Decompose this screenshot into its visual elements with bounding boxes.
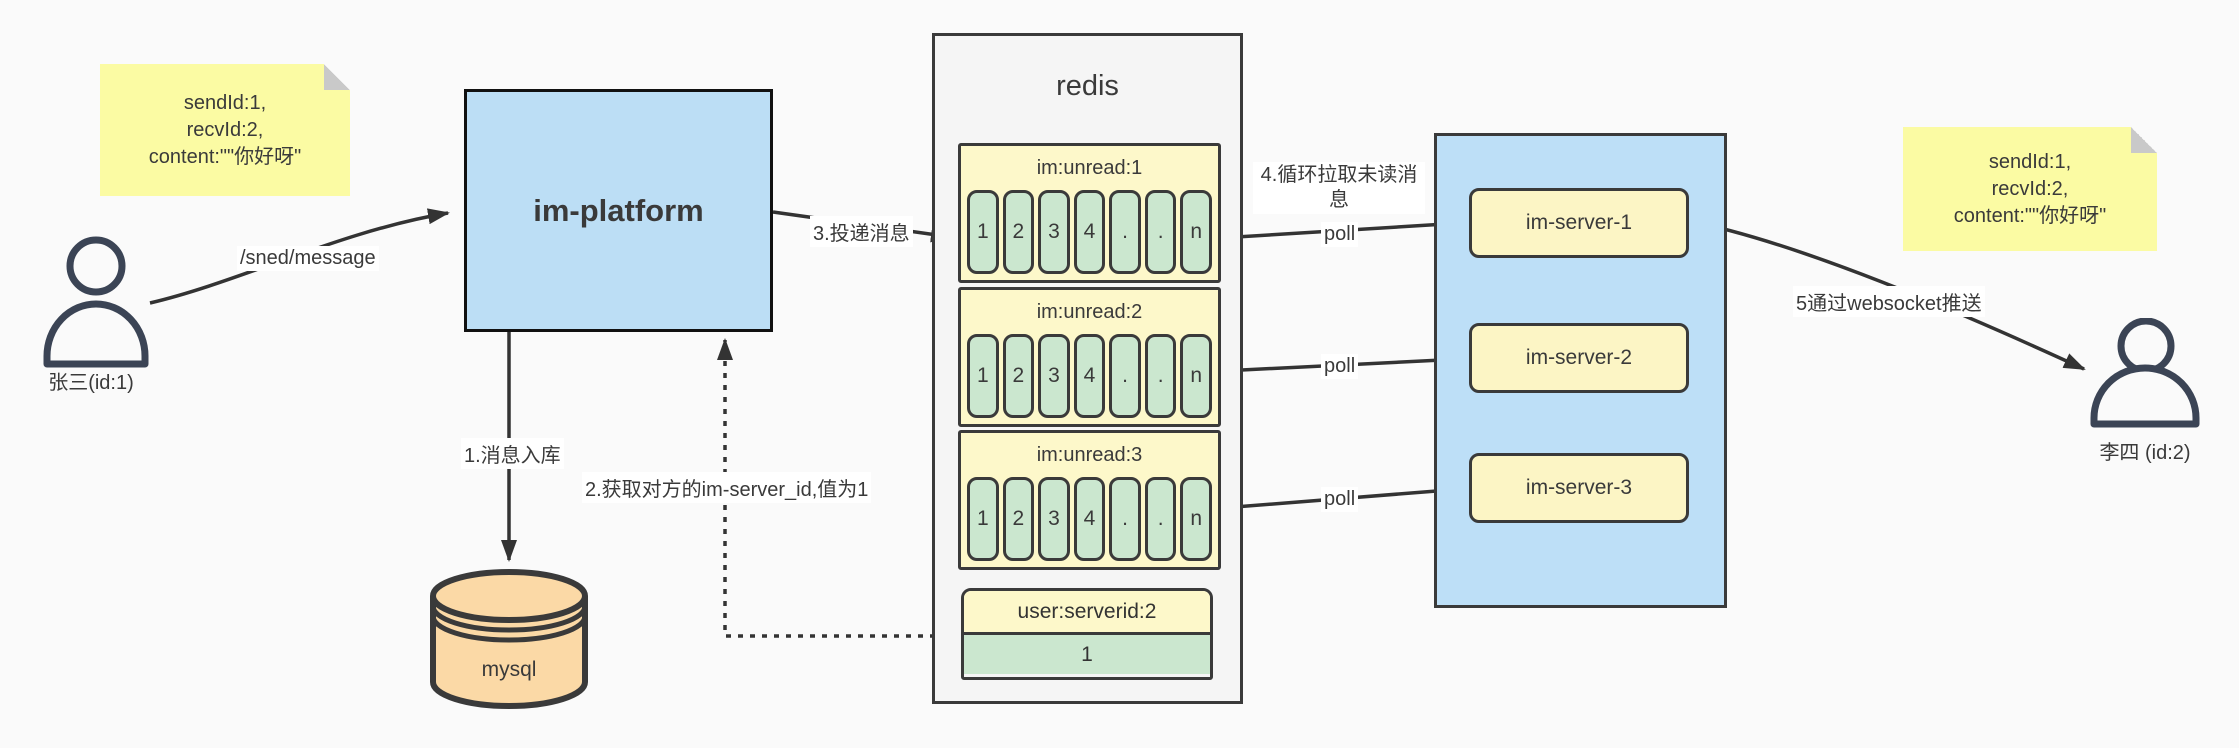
queue-cell: n [1180, 190, 1213, 274]
mysql-label: mysql [482, 658, 537, 681]
queue-cell: 3 [1038, 477, 1070, 561]
redis-title: redis [1056, 70, 1119, 102]
queue-cell: . [1109, 334, 1141, 418]
queue-cell: 1 [967, 190, 999, 274]
edge-poll-label-1: poll [1321, 222, 1359, 247]
im-server-1-label: im-server-1 [1525, 211, 1633, 234]
queue-cell: 4 [1073, 334, 1106, 418]
edge-poll-loop-label: 4.循环拉取未读消息 [1253, 162, 1425, 214]
note-line: content:""你好呀" [1953, 204, 2107, 227]
queue-cell: . [1109, 477, 1141, 561]
edge-get-server-id-label: 2.获取对方的im-server_id,值为1 [582, 472, 872, 503]
note-message-left: sendId:1, recvId:2, content:""你好呀" [100, 64, 350, 196]
im-server-2-box: im-server-2 [1469, 323, 1689, 393]
im-platform-label: im-platform [533, 192, 704, 228]
queue-cell: 3 [1038, 190, 1070, 274]
note-line: sendId:1, [183, 91, 267, 114]
note-line: recvId:2, [1991, 177, 2069, 200]
mapping-key: user:serverid:2 [964, 591, 1210, 635]
im-server-1-box: im-server-1 [1469, 188, 1689, 258]
edge-store-label: 1.消息入库 [461, 438, 564, 469]
queue-cell: 4 [1073, 477, 1106, 561]
database-cylinder-icon: mysql [430, 569, 588, 709]
note-line: sendId:1, [1988, 150, 2072, 173]
im-server-2-label: im-server-2 [1525, 346, 1633, 369]
queue-cell: . [1144, 477, 1177, 561]
queue-cell: 2 [1002, 334, 1035, 418]
receiver-label: 李四 (id:2) [2099, 442, 2191, 464]
im-server-3-label: im-server-3 [1525, 476, 1633, 499]
queue-cells: 1 2 3 4 . . n [961, 477, 1218, 561]
queue-cell: . [1144, 190, 1177, 274]
queue-cell: 1 [967, 334, 999, 418]
edge-send-label: /sned/message [237, 246, 379, 271]
queue-cell: . [1144, 334, 1177, 418]
edge-poll-label-3: poll [1321, 487, 1359, 512]
note-line: content:""你好呀" [148, 145, 302, 168]
receiver-actor [2088, 318, 2202, 428]
edge-deliver-label: 3.投递消息 [810, 216, 913, 247]
queue-cell: 2 [1002, 477, 1035, 561]
edge-push-label: 5通过websocket推送 [1793, 286, 1985, 317]
sender-actor [40, 236, 152, 368]
queue-cells: 1 2 3 4 . . n [961, 190, 1218, 274]
edge-poll-label-2: poll [1321, 354, 1359, 379]
queue-cell: . [1109, 190, 1141, 274]
note-fold-corner [324, 64, 350, 90]
sender-label: 张三(id:1) [48, 372, 134, 394]
mysql-database: mysql [429, 568, 589, 710]
user-icon [2090, 318, 2200, 428]
queue-cell: 1 [967, 477, 999, 561]
note-message-right: sendId:1, recvId:2, content:""你好呀" [1903, 127, 2157, 251]
queue-im-unread-2: im:unread:2 1 2 3 4 . . n [958, 287, 1221, 427]
user-icon [43, 236, 149, 368]
note-line: recvId:2, [186, 118, 264, 141]
im-platform-box: im-platform [464, 89, 773, 332]
queue-name: im:unread:3 [1036, 443, 1143, 466]
queue-name: im:unread:2 [1036, 300, 1143, 323]
queue-cell: 4 [1073, 190, 1106, 274]
queue-name: im:unread:1 [1036, 156, 1143, 179]
queue-im-unread-1: im:unread:1 1 2 3 4 . . n [958, 143, 1221, 283]
queue-cell: 2 [1002, 190, 1035, 274]
im-server-3-box: im-server-3 [1469, 453, 1689, 523]
user-serverid-mapping: user:serverid:2 1 [961, 588, 1213, 680]
queue-cell: 3 [1038, 334, 1070, 418]
mapping-value: 1 [964, 635, 1210, 674]
queue-cell: n [1180, 477, 1213, 561]
queue-cell: n [1180, 334, 1213, 418]
queue-cells: 1 2 3 4 . . n [961, 334, 1218, 418]
queue-im-unread-3: im:unread:3 1 2 3 4 . . n [958, 430, 1221, 570]
note-fold-corner [2131, 127, 2157, 153]
